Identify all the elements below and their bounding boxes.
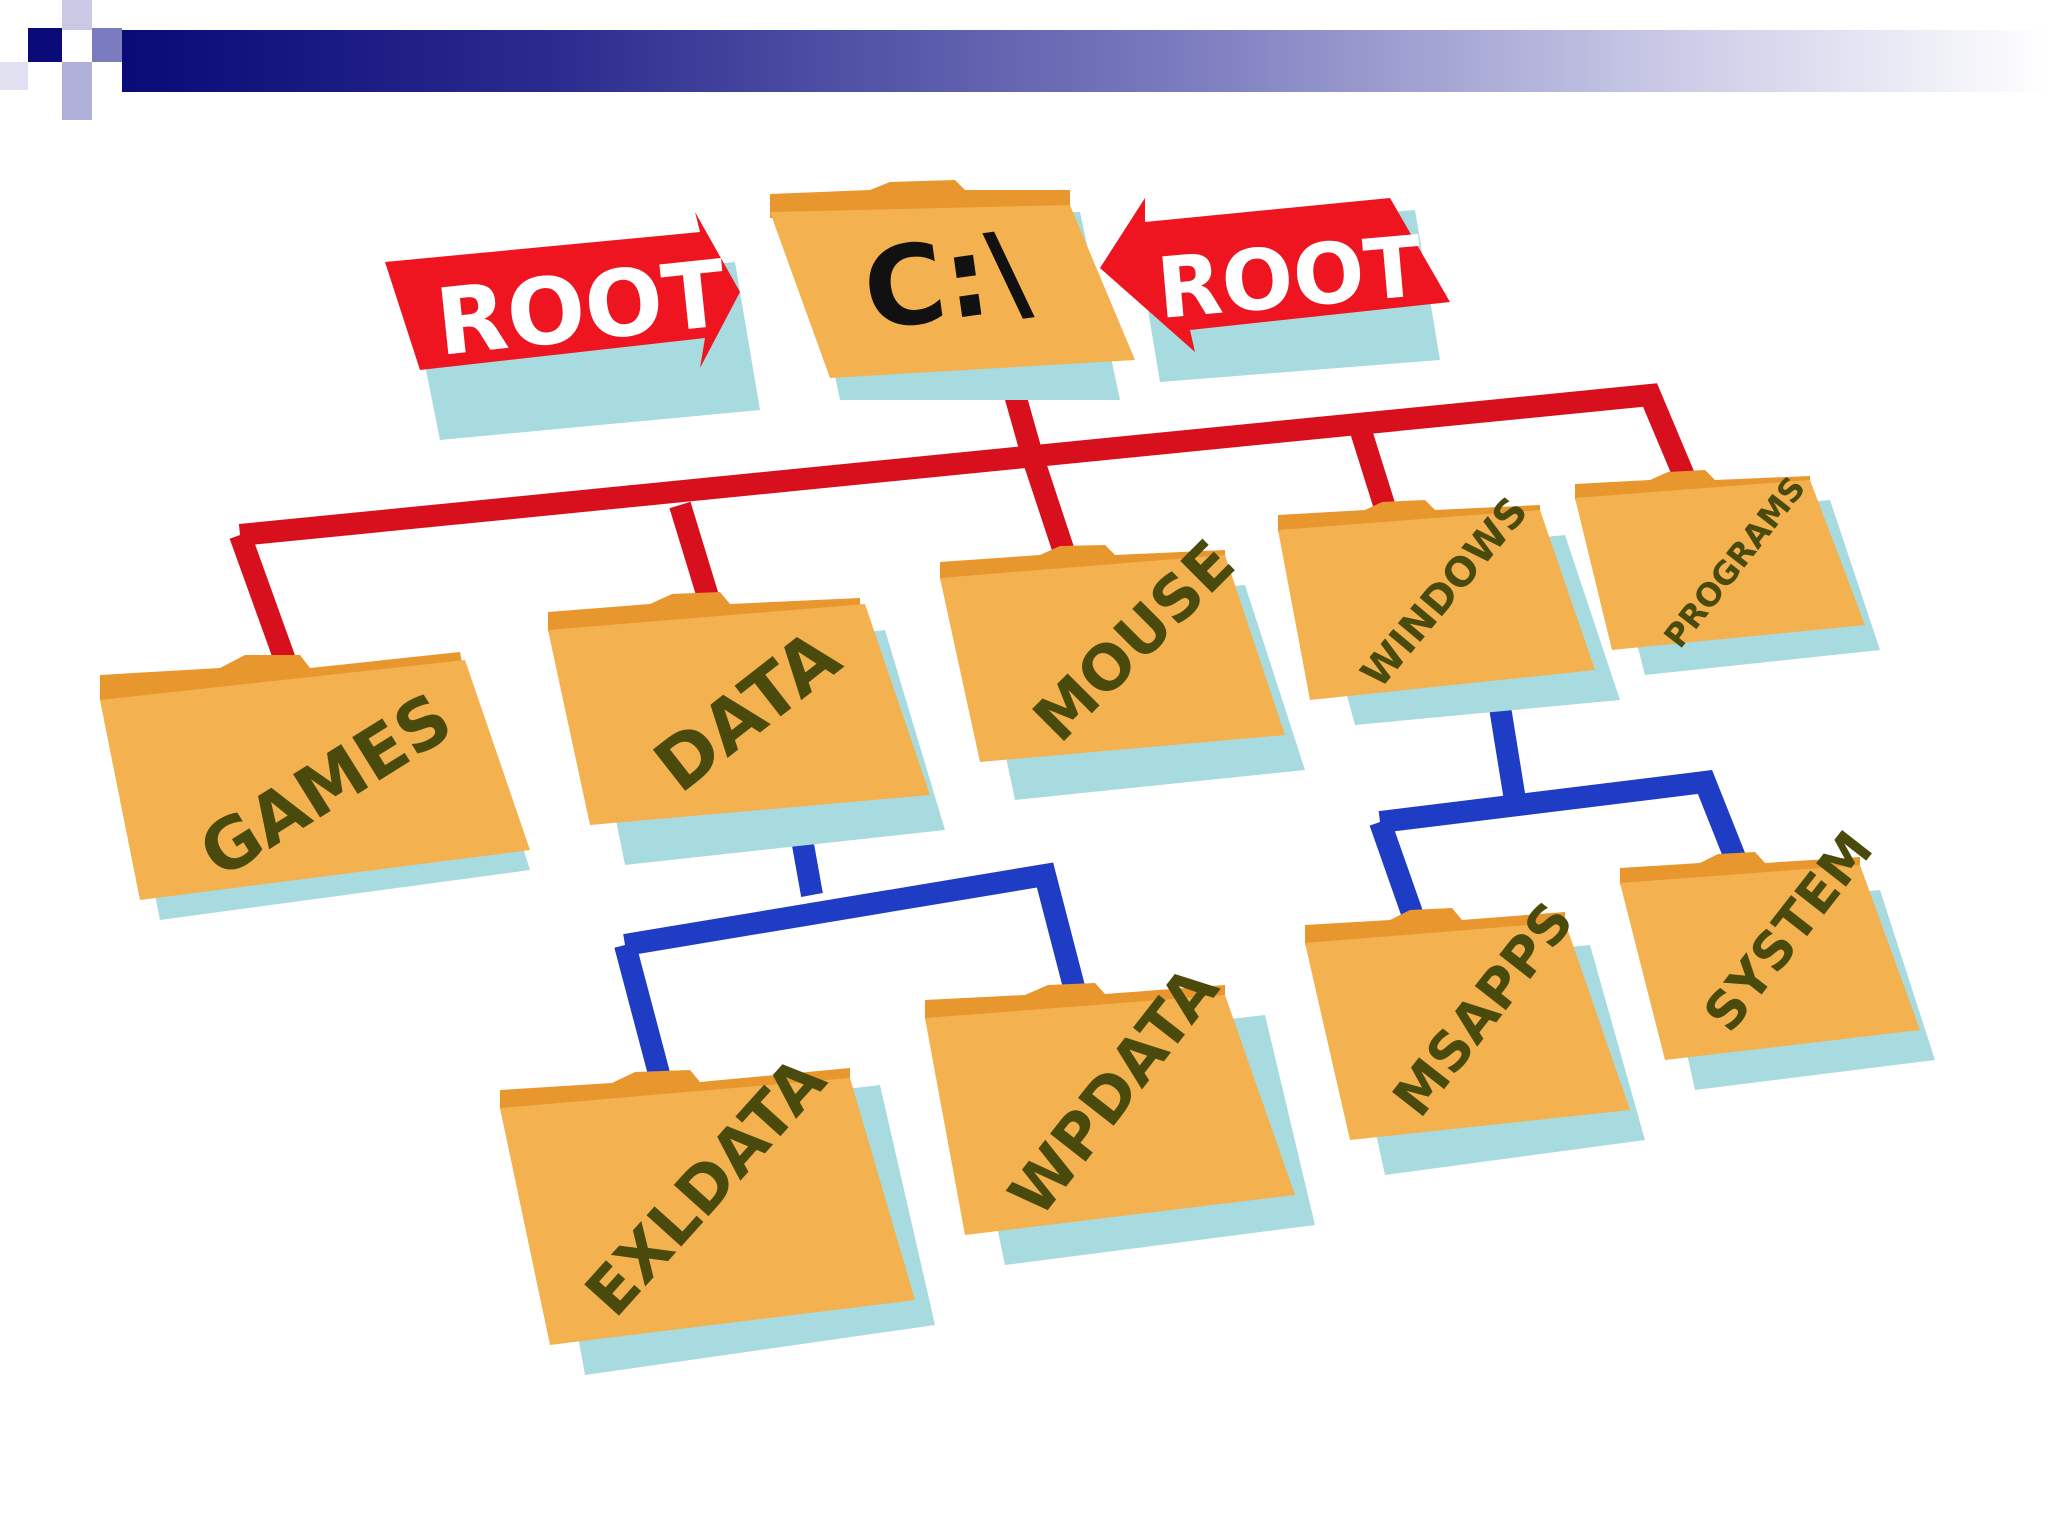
header-square-faint: [0, 62, 28, 90]
folder-data: DATA: [548, 592, 945, 865]
header-gradient-bar: [122, 30, 2048, 92]
folder-mouse: MOUSE: [940, 526, 1305, 800]
slide-header-bar: [0, 0, 2048, 130]
connector-data-bus: [623, 862, 1091, 1013]
folder-games: GAMES: [100, 652, 530, 920]
connector-data: [669, 501, 723, 614]
connector-exldata: [614, 942, 673, 1088]
folder-icon: [100, 652, 465, 700]
folder-wpdata: WPDATA: [925, 953, 1315, 1265]
folder-windows: WINDOWS: [1278, 489, 1620, 725]
root-tag-left-arrow: [385, 212, 740, 370]
connector-windows-bus: [1378, 770, 1751, 875]
header-square-dark: [28, 28, 62, 62]
header-square-light: [92, 28, 122, 62]
connector-root-bus: [238, 383, 1701, 546]
level2-folders: EXLDATA WPDATA MSAPPS SYSTEM: [500, 821, 1935, 1375]
header-square-small: [62, 62, 92, 120]
sub-connectors: [614, 693, 1751, 1088]
header-square-mid: [62, 0, 92, 30]
root-tag-right-label: ROOT: [1153, 217, 1425, 338]
folder-exldata: EXLDATA: [500, 1043, 935, 1375]
connector-windows-trunk: [1487, 693, 1526, 802]
level1-folders: GAMES DATA MOUSE WINDOWS PRO: [100, 469, 1880, 920]
folder-programs: PROGRAMS: [1575, 469, 1880, 675]
folder-icon: [500, 1068, 850, 1110]
root-tag-right-arrow: [1100, 198, 1450, 352]
root-node: ROOT ROOT C:\: [385, 180, 1450, 440]
connector-games: [229, 531, 296, 664]
folder-system: SYSTEM: [1620, 821, 1935, 1090]
drive-label: C:\: [856, 206, 1038, 356]
folder-msapps: MSAPPS: [1305, 890, 1645, 1175]
folder-root-drive: C:\: [770, 180, 1135, 378]
